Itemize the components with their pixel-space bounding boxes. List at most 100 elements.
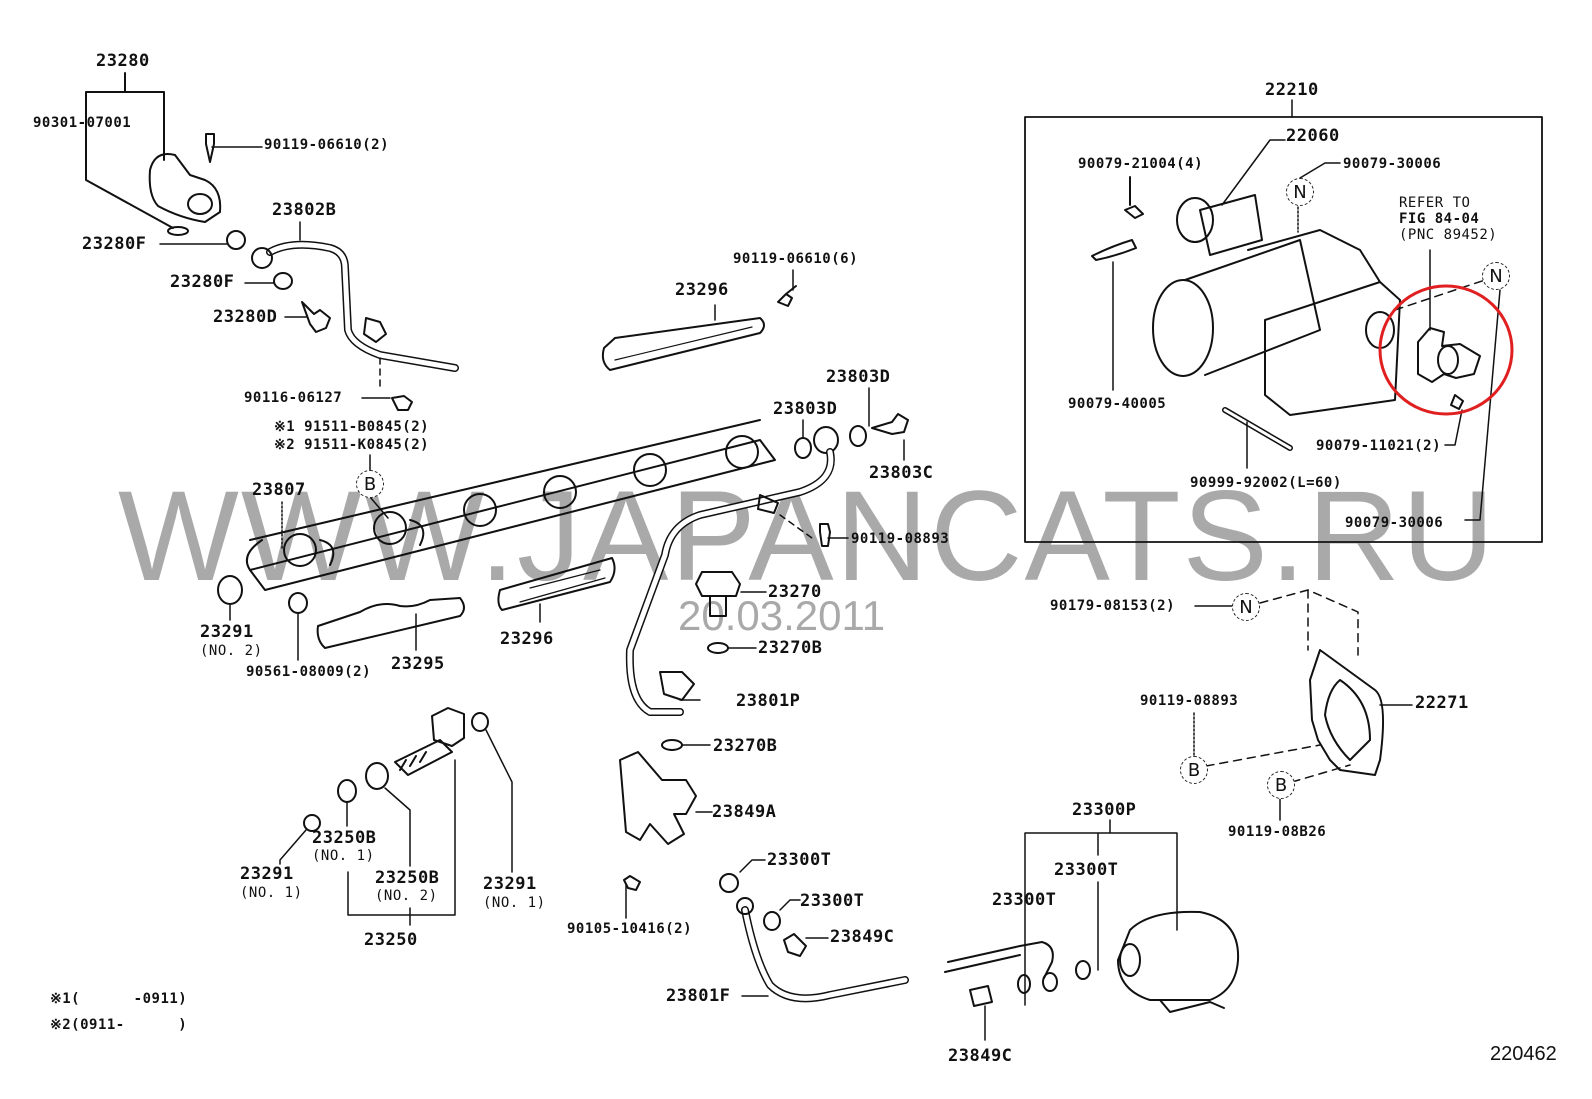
- part-label[interactable]: 23300T: [800, 891, 865, 911]
- part-label[interactable]: 90079-40005: [1068, 396, 1167, 412]
- footnote-2: ※2(0911- ): [50, 1017, 188, 1033]
- part-90105-bolt: [623, 875, 641, 891]
- reference-note: REFER TO: [1399, 195, 1471, 211]
- part-23849C-b: [969, 985, 993, 1007]
- part-23250B-no1-ring: [337, 779, 357, 803]
- part-label[interactable]: 23250: [364, 930, 418, 950]
- part-23300T-c: [1017, 974, 1031, 994]
- part-label[interactable]: 23250B: [375, 868, 440, 888]
- part-label[interactable]: 23803D: [826, 367, 891, 387]
- part-23296-lower: [497, 557, 616, 611]
- part-23270B-b: [661, 739, 683, 751]
- part-label[interactable]: 23296: [675, 280, 729, 300]
- part-fuel-filter: [1117, 910, 1240, 1013]
- part-90079-40005: [1091, 239, 1137, 261]
- highlight-circle: [1378, 284, 1514, 416]
- part-label[interactable]: 90119-06610(6): [733, 251, 859, 267]
- part-label[interactable]: 90119-06610(2): [264, 137, 390, 153]
- part-23300T-d: [1075, 960, 1091, 980]
- part-label[interactable]: 23803D: [773, 399, 838, 419]
- part-23803C: [871, 413, 909, 435]
- part-label[interactable]: 23280F: [82, 234, 147, 254]
- part-label[interactable]: 90301-07001: [33, 115, 132, 131]
- part-23291-no2: [217, 575, 243, 605]
- reference-note: FIG 84-04: [1399, 211, 1480, 227]
- part-fuel-pipe: [625, 448, 835, 716]
- part-label[interactable]: 90179-08153(2): [1050, 598, 1176, 614]
- part-delivery-pipe-23807: [246, 419, 776, 591]
- part-label[interactable]: 90561-08009(2): [246, 664, 372, 680]
- part-label[interactable]: 90079-30006: [1343, 156, 1442, 172]
- part-label[interactable]: 90105-10416(2): [567, 921, 693, 937]
- part-23280F-a: [226, 230, 246, 250]
- part-label[interactable]: 23296: [500, 629, 554, 649]
- part-label[interactable]: 23802B: [272, 200, 337, 220]
- part-label[interactable]: 23849C: [948, 1046, 1013, 1066]
- callout-b: B: [356, 470, 384, 498]
- part-label[interactable]: 23300T: [992, 890, 1057, 910]
- part-label[interactable]: 23801P: [736, 691, 801, 711]
- part-label[interactable]: 23300T: [1054, 860, 1119, 880]
- box-22210: [1024, 99, 1543, 543]
- part-gasket-22271: [1309, 649, 1384, 776]
- part-label[interactable]: ※2 91511-K0845(2): [274, 437, 430, 453]
- part-label[interactable]: 23807: [252, 480, 306, 500]
- part-label[interactable]: 23280F: [170, 272, 235, 292]
- part-23300T-a: [719, 873, 739, 893]
- part-sublabel: (NO. 1): [240, 885, 303, 901]
- part-23849C-a: [783, 933, 807, 957]
- part-label[interactable]: 90079-11021(2): [1316, 438, 1442, 454]
- part-label[interactable]: 23801F: [666, 986, 731, 1006]
- part-90116-bolt: [391, 395, 413, 411]
- part-label[interactable]: 22210: [1265, 80, 1319, 100]
- part-label[interactable]: 23270B: [713, 736, 778, 756]
- callout-b: B: [1267, 771, 1295, 799]
- part-label[interactable]: 23270: [768, 582, 822, 602]
- part-label[interactable]: 90079-21004(4): [1078, 156, 1204, 172]
- part-regulator-23270: [695, 571, 741, 617]
- part-90119-06610-6-bolt: [777, 285, 797, 307]
- part-label[interactable]: 23300T: [767, 850, 832, 870]
- part-label[interactable]: 90079-30006: [1345, 515, 1444, 531]
- part-throttle-position-sensor: [1417, 327, 1481, 383]
- part-sublabel: (NO. 2): [375, 888, 438, 904]
- part-pipe-23802B: [251, 240, 459, 372]
- part-label[interactable]: 22060: [1286, 126, 1340, 146]
- bracket-23280: [85, 72, 174, 229]
- callout-b: B: [1180, 756, 1208, 784]
- part-sublabel: (NO. 1): [312, 848, 375, 864]
- part-label[interactable]: 90119-08B26: [1228, 824, 1327, 840]
- part-label[interactable]: 23270B: [758, 638, 823, 658]
- part-filter-pipe: [944, 945, 1021, 973]
- part-label[interactable]: 23291: [200, 622, 254, 642]
- callout-n: N: [1286, 178, 1314, 206]
- part-pipe-23801F: [736, 897, 909, 1003]
- part-label[interactable]: 23849C: [830, 927, 895, 947]
- part-label[interactable]: 23280: [96, 51, 150, 71]
- part-23280D: [301, 301, 331, 333]
- part-90119-08893-bolt: [819, 523, 831, 547]
- part-label[interactable]: 90116-06127: [244, 390, 343, 406]
- part-label[interactable]: 23291: [483, 874, 537, 894]
- part-label[interactable]: 90119-08893: [1140, 693, 1239, 709]
- part-23250B-no2-ring: [365, 762, 389, 790]
- part-23296-upper: [601, 317, 765, 371]
- part-23803D-a: [794, 437, 812, 459]
- reference-note: (PNC 89452): [1399, 227, 1498, 243]
- part-label[interactable]: 90999-92002(L=60): [1190, 475, 1342, 491]
- figure-number: 220462: [1490, 1043, 1557, 1065]
- part-label[interactable]: 23291: [240, 864, 294, 884]
- part-label[interactable]: 23300P: [1072, 800, 1137, 820]
- part-injector-23250: [394, 707, 465, 776]
- part-label[interactable]: 90119-08893: [851, 531, 950, 547]
- part-label[interactable]: 23803C: [869, 463, 934, 483]
- part-23270B-a: [707, 642, 729, 654]
- part-label[interactable]: 22271: [1415, 693, 1469, 713]
- part-label[interactable]: 23250B: [312, 828, 377, 848]
- part-90561: [288, 592, 308, 614]
- part-label[interactable]: ※1 91511-B0845(2): [274, 419, 430, 435]
- part-label[interactable]: 23280D: [213, 307, 278, 327]
- part-label[interactable]: 23295: [391, 654, 445, 674]
- part-label[interactable]: 23849A: [712, 802, 777, 822]
- part-23803D-b: [849, 425, 867, 447]
